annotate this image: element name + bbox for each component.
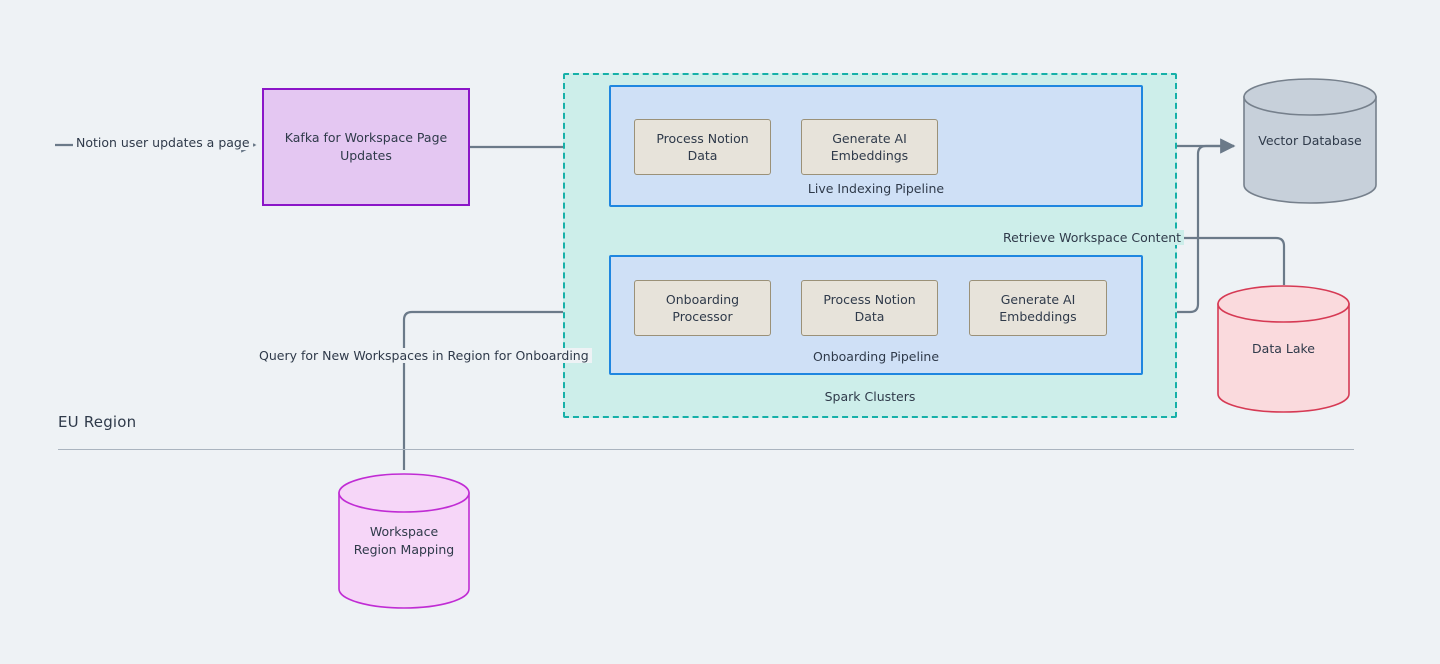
task-process-notion-data-live[interactable]: Process Notion Data [634, 119, 771, 175]
workspace-region-mapping-label: Workspace Region Mapping [353, 523, 455, 557]
kafka-node[interactable]: Kafka for Workspace Page Updates [262, 88, 470, 206]
region-divider [58, 449, 1354, 450]
vector-database-node[interactable]: Vector Database [1243, 78, 1377, 204]
live-indexing-pipeline-label: Live Indexing Pipeline [807, 181, 945, 196]
onboarding-pipeline-label: Onboarding Pipeline [812, 349, 940, 364]
spark-clusters-label: Spark Clusters [824, 389, 916, 404]
edge-label-retrieve-content: Retrieve Workspace Content [1000, 230, 1185, 245]
vector-database-label: Vector Database [1258, 132, 1362, 148]
workspace-region-mapping-node[interactable]: Workspace Region Mapping [338, 473, 470, 609]
data-lake-node[interactable]: Data Lake [1217, 285, 1350, 413]
edge-retrieve-content [1160, 236, 1286, 285]
cylinder-shape [1243, 78, 1377, 204]
edge-label-query-workspaces: Query for New Workspaces in Region for O… [256, 348, 592, 363]
data-lake-label: Data Lake [1252, 340, 1315, 356]
cylinder-shape [338, 473, 470, 609]
task-generate-ai-embeddings-live[interactable]: Generate AI Embeddings [801, 119, 938, 175]
edge-label-notion-update: Notion user updates a page [73, 135, 253, 150]
task-onboarding-processor[interactable]: Onboarding Processor [634, 280, 771, 336]
cylinder-shape [1217, 285, 1350, 413]
task-process-notion-data-onboarding[interactable]: Process Notion Data [801, 280, 938, 336]
region-label: EU Region [58, 413, 137, 431]
task-generate-ai-embeddings-onboarding[interactable]: Generate AI Embeddings [969, 280, 1107, 336]
